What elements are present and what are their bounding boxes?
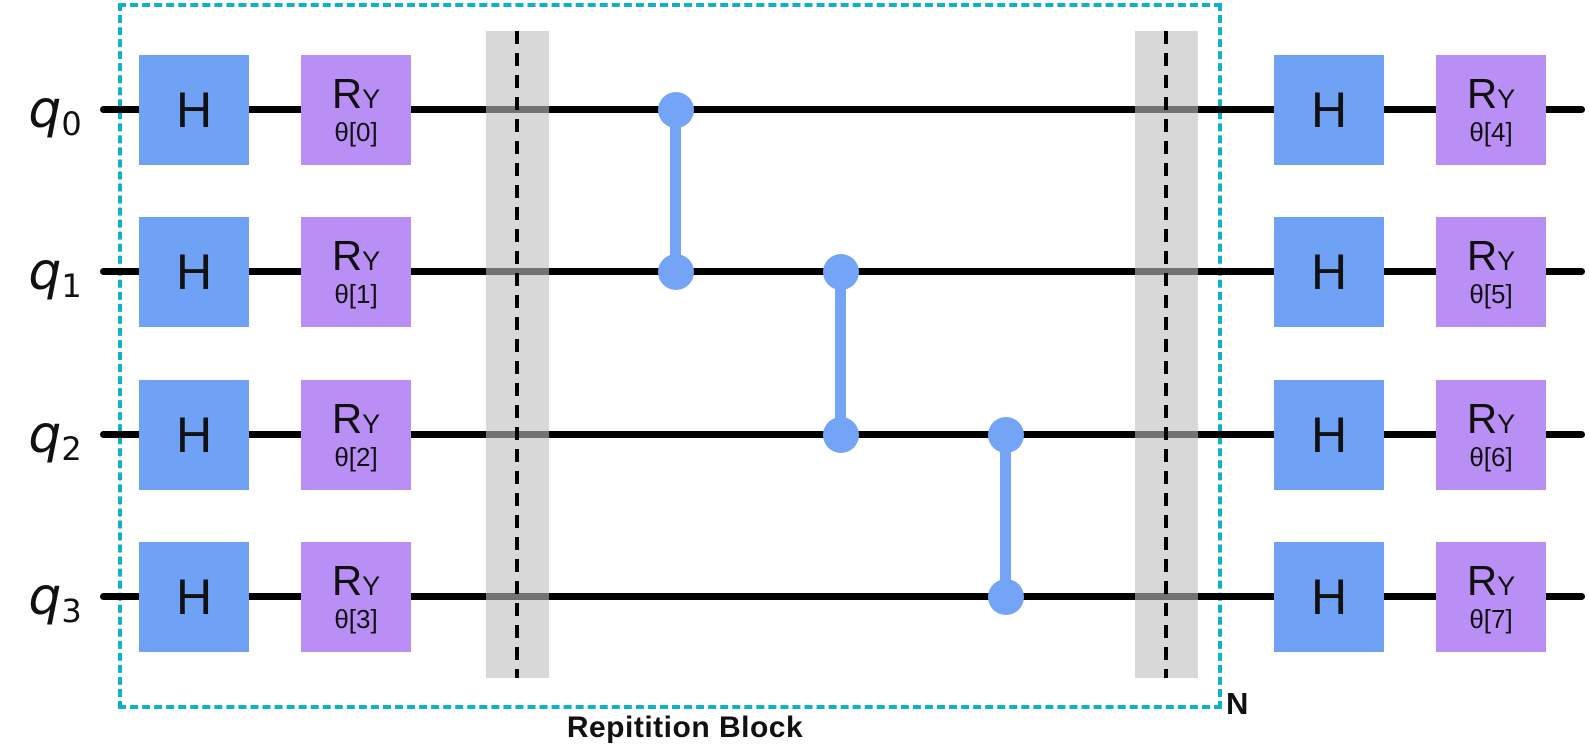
cz-dot-q2b	[988, 417, 1024, 453]
gate-label: H	[175, 569, 213, 625]
h-gate-back-q0: H	[1274, 55, 1384, 165]
gate-label: H	[1310, 569, 1348, 625]
qubit-name: q	[28, 567, 62, 627]
gate-label: H	[175, 244, 213, 300]
cz-dot-q1	[658, 254, 694, 290]
gate-label-sub: Y	[362, 409, 381, 440]
gate-label-sub: Y	[1497, 409, 1516, 440]
gate-label: H	[175, 407, 213, 463]
gate-label: H	[175, 82, 213, 138]
ry-gate-back-q2: RY θ[6]	[1436, 380, 1546, 490]
gate-label-sub: Y	[362, 84, 381, 115]
gate-label-sub: Y	[1497, 571, 1516, 602]
h-gate-front-q0: H	[139, 55, 249, 165]
gate-label: R	[331, 557, 363, 605]
gate-parameter: θ[4]	[1469, 117, 1513, 148]
qubit-name: q	[28, 80, 62, 140]
qubit-wire-0	[100, 106, 1585, 113]
gate-label: R	[1466, 232, 1498, 280]
gate-parameter: θ[6]	[1469, 442, 1513, 473]
h-gate-front-q1: H	[139, 217, 249, 327]
ry-gate-front-q3: RY θ[3]	[301, 542, 411, 652]
qubit-index: 2	[61, 430, 82, 468]
gate-parameter: θ[7]	[1469, 604, 1513, 635]
gate-label-sub: Y	[362, 571, 381, 602]
gate-parameter: θ[1]	[334, 279, 378, 310]
gate-label: R	[331, 232, 363, 280]
gate-label-sub: Y	[1497, 84, 1516, 115]
cz-connector-q0-q1	[670, 110, 681, 272]
repeat-count-label: N	[1226, 686, 1249, 721]
h-gate-front-q2: H	[139, 380, 249, 490]
h-gate-back-q1: H	[1274, 217, 1384, 327]
qubit-index: 1	[61, 267, 82, 305]
gate-label: R	[331, 395, 363, 443]
gate-label-sub: Y	[1497, 246, 1516, 277]
cz-dot-q2	[823, 417, 859, 453]
gate-label-sub: Y	[362, 246, 381, 277]
repetition-block-outline	[118, 3, 1222, 709]
gate-label: R	[1466, 70, 1498, 118]
gate-label: H	[1310, 82, 1348, 138]
h-gate-front-q3: H	[139, 542, 249, 652]
ry-gate-back-q3: RY θ[7]	[1436, 542, 1546, 652]
repetition-block-caption: Repitition Block	[566, 711, 804, 744]
h-gate-back-q3: H	[1274, 542, 1384, 652]
qubit-index: 0	[61, 105, 82, 143]
gate-label: R	[331, 70, 363, 118]
qubit-name: q	[28, 405, 62, 465]
cz-dot-q1b	[823, 254, 859, 290]
ry-gate-back-q0: RY θ[4]	[1436, 55, 1546, 165]
qubit-wire-3	[100, 593, 1585, 600]
ry-gate-back-q1: RY θ[5]	[1436, 217, 1546, 327]
barrier-1-dashed-line	[515, 31, 519, 678]
gate-label: R	[1466, 395, 1498, 443]
qubit-index: 3	[61, 592, 82, 630]
cz-dot-q0	[658, 92, 694, 128]
qubit-name: q	[28, 242, 62, 302]
ry-gate-front-q2: RY θ[2]	[301, 380, 411, 490]
gate-label: H	[1310, 407, 1348, 463]
ry-gate-front-q1: RY θ[1]	[301, 217, 411, 327]
cz-connector-q1-q2	[835, 272, 846, 435]
barrier-2-dashed-line	[1164, 31, 1168, 678]
gate-parameter: θ[2]	[334, 442, 378, 473]
gate-parameter: θ[3]	[334, 604, 378, 635]
gate-label: H	[1310, 244, 1348, 300]
cz-dot-q3	[988, 579, 1024, 615]
ry-gate-front-q0: RY θ[0]	[301, 55, 411, 165]
cz-connector-q2-q3	[1000, 435, 1011, 597]
gate-parameter: θ[5]	[1469, 279, 1513, 310]
gate-parameter: θ[0]	[334, 117, 378, 148]
h-gate-back-q2: H	[1274, 380, 1384, 490]
gate-label: R	[1466, 557, 1498, 605]
